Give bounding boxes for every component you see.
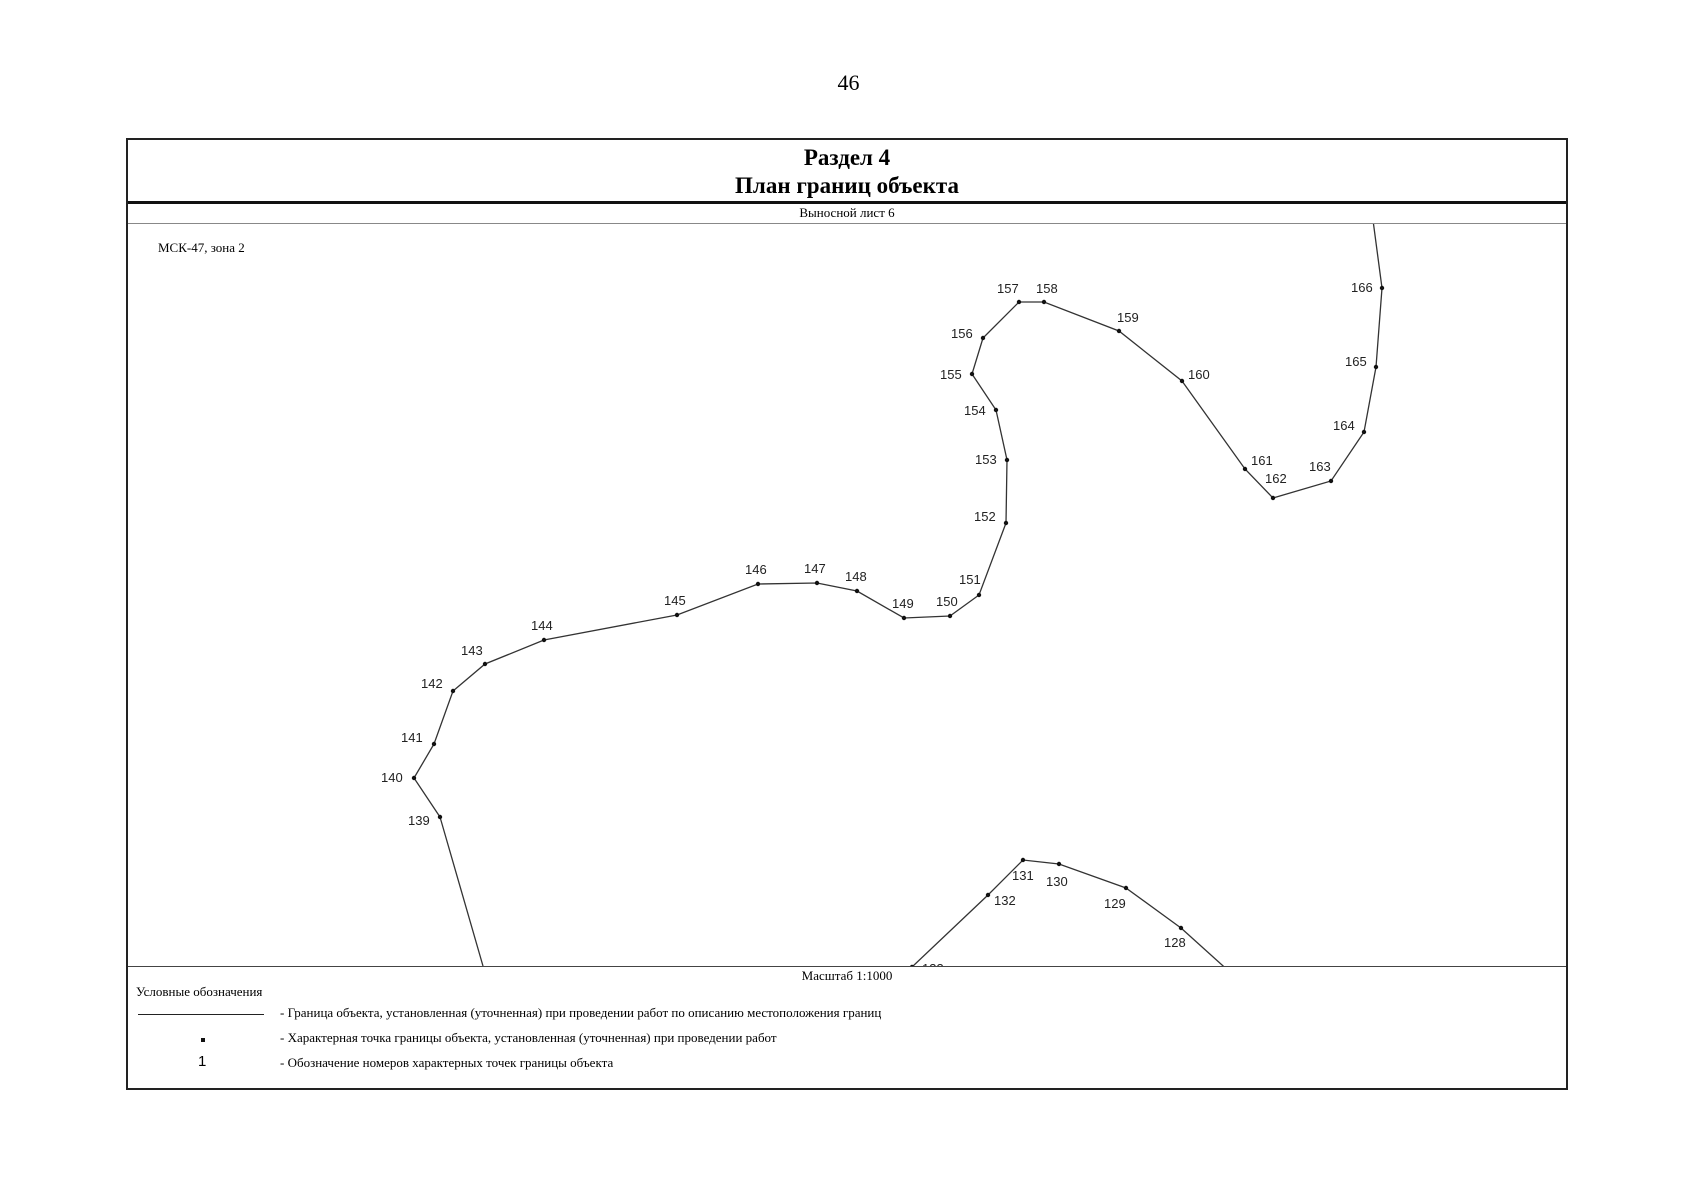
- boundary-point-128: [1178, 925, 1184, 931]
- upper-boundary-extension-bottom: [439, 816, 484, 966]
- point-label-162: 162: [1265, 471, 1287, 486]
- boundary-point-155: [969, 371, 975, 377]
- boundary-point-140: [411, 775, 417, 781]
- point-label-153: 153: [975, 452, 997, 467]
- boundary-point-141: [431, 741, 437, 747]
- legend-text: - Характерная точка границы объекта, уст…: [280, 1030, 777, 1045]
- point-label-157: 157: [997, 281, 1019, 296]
- boundary-point-153: [1004, 457, 1010, 463]
- plan-frame: Раздел 4 План границ объекта Выносной ли…: [126, 138, 1568, 1090]
- legend-symbol-point: [138, 1027, 264, 1049]
- boundary-point-160: [1179, 378, 1185, 384]
- boundary-point-164: [1361, 429, 1367, 435]
- boundary-point-133: [910, 964, 914, 966]
- boundary-point-163: [1328, 478, 1334, 484]
- point-label-151: 151: [959, 572, 981, 587]
- point-label-142: 142: [421, 676, 443, 691]
- boundary-point-159: [1116, 328, 1122, 334]
- boundary-point-157: [1016, 299, 1022, 305]
- point-label-154: 154: [964, 403, 986, 418]
- boundary-point-162: [1270, 495, 1276, 501]
- boundary-point-156: [980, 335, 986, 341]
- boundary-point-151: [976, 592, 982, 598]
- boundary-point-158: [1041, 299, 1047, 305]
- point-label-149: 149: [892, 596, 914, 611]
- point-label-144: 144: [531, 618, 553, 633]
- boundary-point-144: [541, 637, 547, 643]
- point-label-129: 129: [1104, 896, 1126, 911]
- point-label-147: 147: [804, 561, 826, 576]
- lower-boundary-line: [912, 859, 1182, 966]
- boundary-point-139: [437, 814, 443, 820]
- legend-title: Условные обозначения: [136, 984, 263, 999]
- boundary-point-146: [755, 581, 761, 587]
- boundary-point-145: [674, 612, 680, 618]
- boundary-point-149: [901, 615, 907, 621]
- lower-boundary-extension-right: [1180, 927, 1225, 966]
- point-label-141: 141: [401, 730, 423, 745]
- map-bottom-border: [128, 966, 1566, 967]
- boundary-point-130: [1056, 861, 1062, 867]
- point-label-165: 165: [1345, 354, 1367, 369]
- point-label-156: 156: [951, 326, 973, 341]
- scale-label: Масштаб 1:1000: [801, 968, 893, 983]
- boundary-point-148: [854, 588, 860, 594]
- legend-text: - Обозначение номеров характерных точек …: [280, 1055, 614, 1070]
- legend-number-sample: 1: [198, 1053, 207, 1070]
- boundary-point-129: [1123, 885, 1129, 891]
- boundary-point-161: [1242, 466, 1248, 472]
- point-label-146: 146: [745, 562, 767, 577]
- boundary-point-166: [1379, 285, 1385, 291]
- point-label-132: 132: [994, 893, 1016, 908]
- point-label-133: 133: [922, 961, 944, 966]
- boundary-point-154: [993, 407, 999, 413]
- point-label-163: 163: [1309, 459, 1331, 474]
- point-label-130: 130: [1046, 874, 1068, 889]
- point-label-160: 160: [1188, 367, 1210, 382]
- boundary-point-143: [482, 661, 488, 667]
- boundary-point-142: [450, 688, 456, 694]
- legend-symbol-number: 1: [138, 1052, 264, 1074]
- point-label-152: 152: [974, 509, 996, 524]
- point-label-143: 143: [461, 643, 483, 658]
- point-label-128: 128: [1164, 935, 1186, 950]
- point-label-164: 164: [1333, 418, 1355, 433]
- boundary-point-132: [985, 892, 991, 898]
- point-label-140: 140: [381, 770, 403, 785]
- point-label-145: 145: [664, 593, 686, 608]
- boundary-point-150: [947, 613, 953, 619]
- section-title: Раздел 4: [803, 145, 891, 170]
- boundary-point-152: [1003, 520, 1009, 526]
- point-label-161: 161: [1251, 453, 1273, 468]
- boundary-point-131: [1020, 857, 1026, 863]
- page-number: 46: [837, 70, 860, 95]
- point-label-131: 131: [1012, 868, 1034, 883]
- legend-item-point-number: 1 - Обозначение номеров характерных точе…: [128, 1052, 1528, 1074]
- sheet-label: Выносной лист 6: [128, 204, 1566, 224]
- legend-item-point: - Характерная точка границы объекта, уст…: [128, 1027, 1528, 1049]
- legend-item-boundary-line: - Граница объекта, установленная (уточне…: [128, 1002, 1528, 1024]
- point-label-148: 148: [845, 569, 867, 584]
- upper-boundary-line: [413, 224, 1383, 818]
- point-label-155: 155: [940, 367, 962, 382]
- point-label-166: 166: [1351, 280, 1373, 295]
- point-label-159: 159: [1117, 310, 1139, 325]
- section-subtitle: План границ объекта: [735, 173, 959, 198]
- legend-text: - Граница объекта, установленная (уточне…: [280, 1005, 882, 1020]
- crs-label: МСК-47, зона 2: [158, 240, 245, 255]
- section-header: Раздел 4 План границ объекта: [128, 140, 1566, 204]
- point-label-139: 139: [408, 813, 430, 828]
- point-label-158: 158: [1036, 281, 1058, 296]
- boundary-point-147: [814, 580, 820, 586]
- legend-symbol-line: [138, 1002, 264, 1024]
- point-label-150: 150: [936, 594, 958, 609]
- boundary-point-165: [1373, 364, 1379, 370]
